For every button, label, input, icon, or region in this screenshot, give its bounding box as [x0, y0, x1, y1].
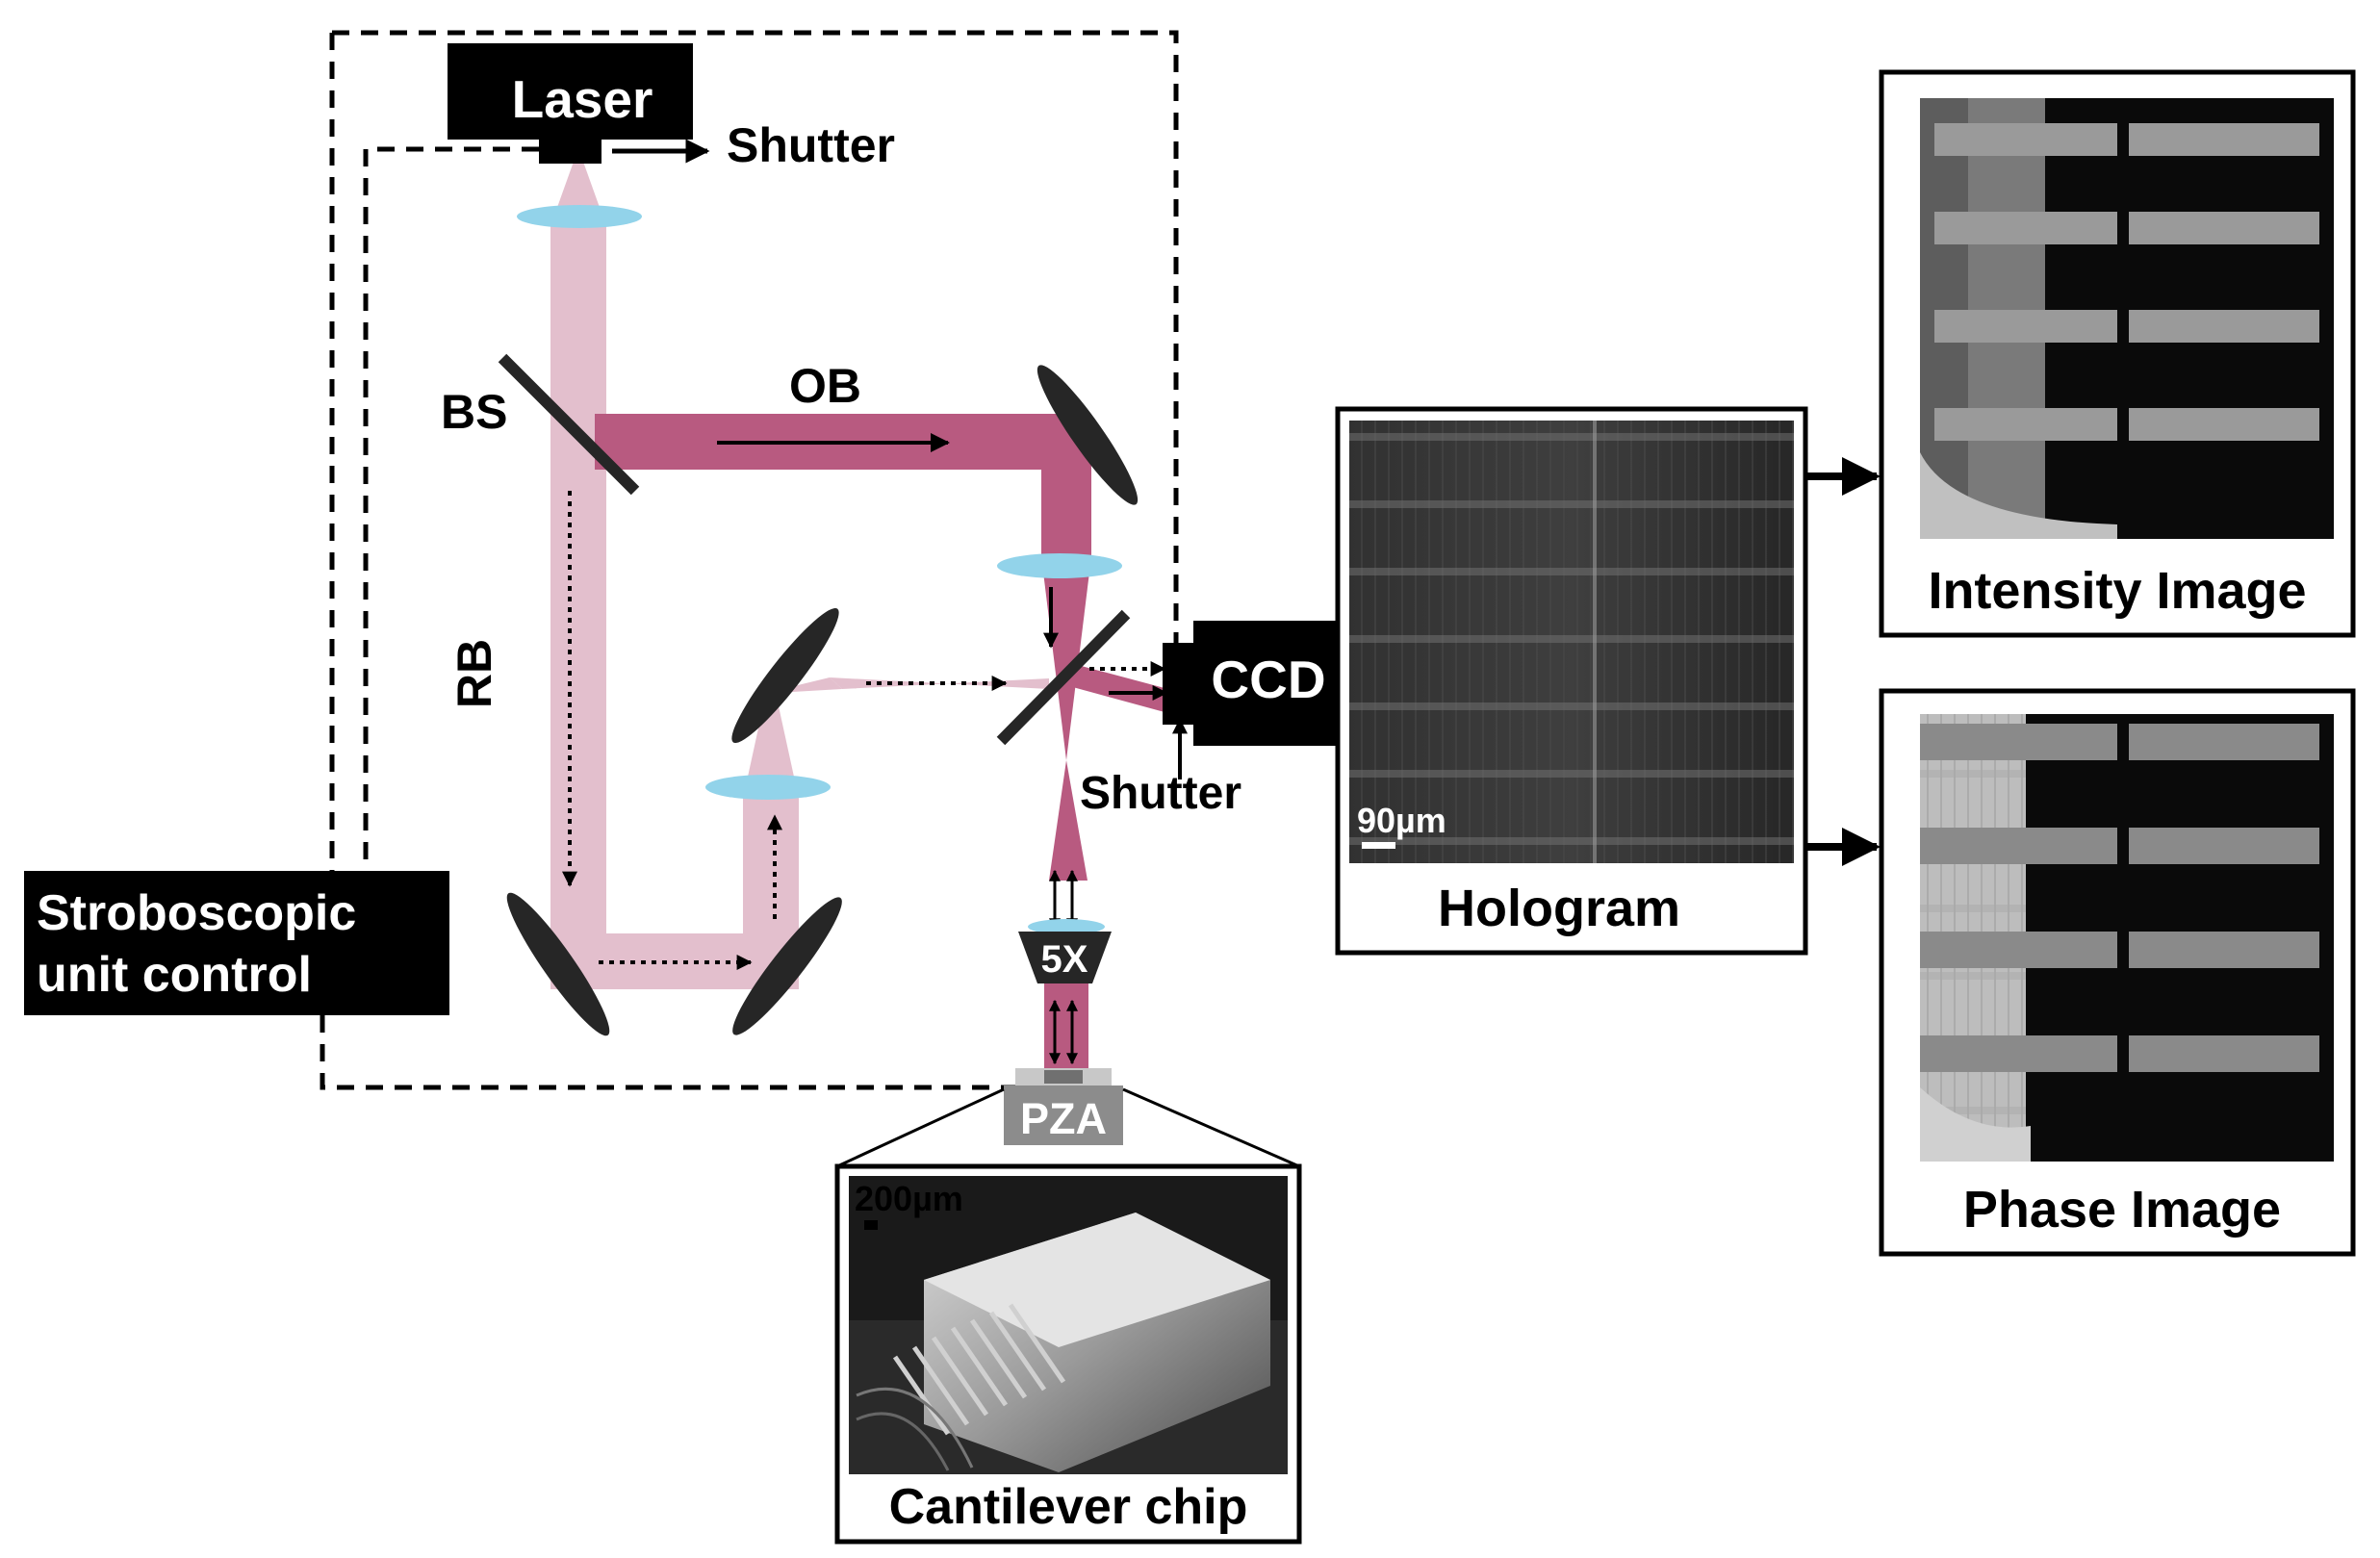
control-loop-outer: [320, 30, 1179, 1090]
beam-direction-arrows: [562, 433, 1168, 1065]
beam-splitter-bs: [498, 353, 640, 496]
objective-lens: 5X: [1018, 919, 1112, 983]
lens-object-arm: [997, 553, 1122, 578]
ob-label: OB: [789, 359, 861, 413]
lens-reference-arm: [705, 775, 831, 800]
piezo-actuator: PZA: [1004, 1068, 1123, 1145]
intensity-label: Intensity Image: [1928, 562, 2306, 620]
shutter-ccd-label: Shutter: [1080, 768, 1241, 819]
chip-scale-label: 200µm: [855, 1179, 963, 1218]
bs-label: BS: [441, 385, 507, 439]
ccd-label: CCD: [1211, 650, 1325, 709]
mirror-reference-middle: [731, 607, 839, 744]
laser-source: Laser: [448, 43, 693, 164]
pza-label: PZA: [1020, 1094, 1107, 1143]
chip-label: Cantilever chip: [889, 1479, 1248, 1535]
zoom-line-left: [836, 1087, 1005, 1168]
strobo-line1: Stroboscopic: [37, 885, 356, 941]
strobo-line2: unit control: [37, 947, 312, 1003]
control-loop-inner: [363, 146, 539, 871]
shutter-top-label: Shutter: [727, 118, 895, 172]
mirror-top-right: [1036, 365, 1139, 505]
laser-label: Laser: [512, 69, 653, 129]
rb-label: RB: [448, 639, 501, 708]
beam-splitter-combiner: [996, 609, 1131, 746]
hologram-scale-label: 90µm: [1357, 801, 1446, 840]
lens-top: [517, 205, 642, 228]
reference-beam: [550, 162, 1049, 989]
mirror-reference-bottom-left: [506, 892, 610, 1036]
hologram-panel: 90µm Hologram: [1335, 406, 1808, 956]
phase-image-panel: Phase Image: [1879, 688, 2356, 1257]
mirror-reference-bottom-right: [732, 897, 842, 1035]
stroboscopic-unit-control: Stroboscopic unit control: [24, 871, 449, 1015]
cantilever-chip-panel: 200µm Cantilever chip: [834, 1163, 1302, 1545]
phase-label: Phase Image: [1963, 1181, 2281, 1239]
objective-label: 5X: [1041, 938, 1088, 981]
hologram-label: Hologram: [1438, 880, 1680, 937]
intensity-image-panel: Intensity Image: [1879, 69, 2356, 638]
ccd-camera: CCD: [1163, 621, 1338, 746]
zoom-line-right: [1122, 1087, 1300, 1168]
